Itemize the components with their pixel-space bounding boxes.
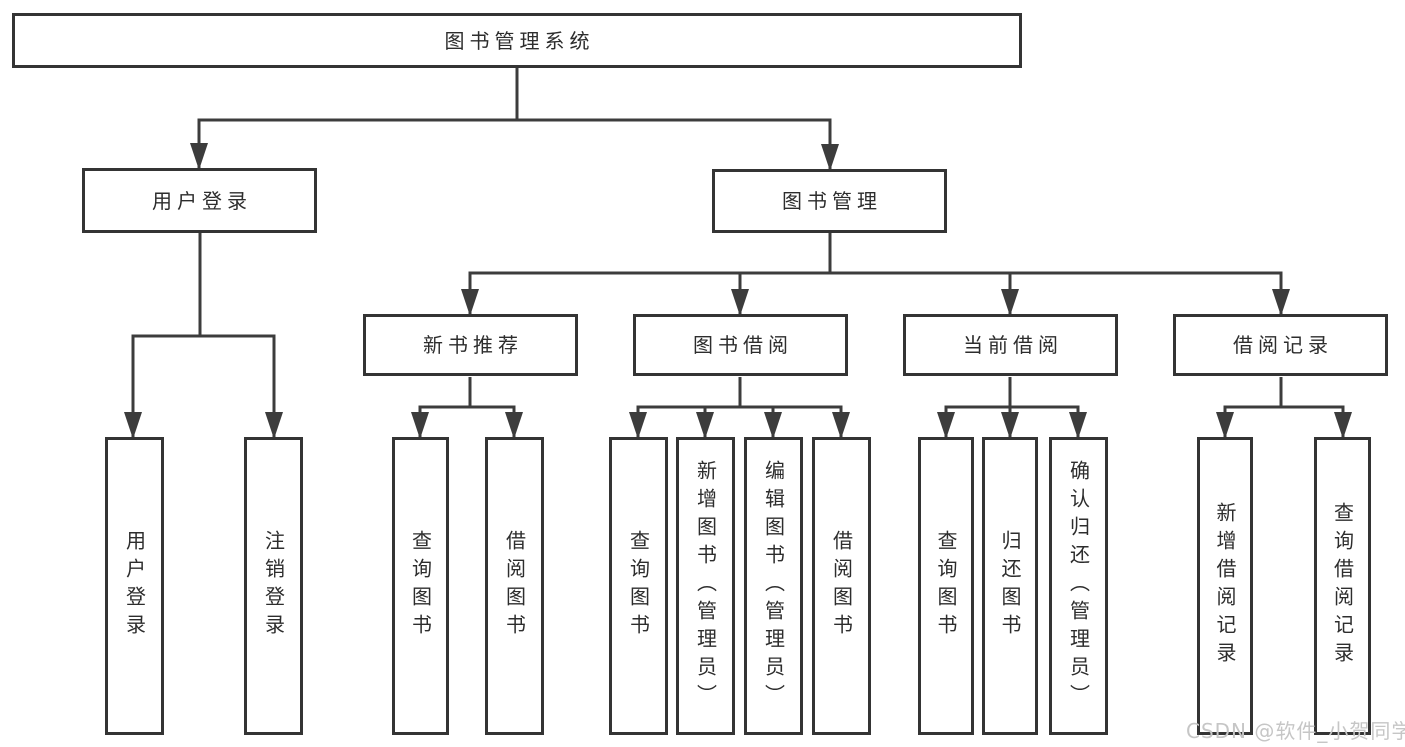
leaf-borrow-books-recommend: 借阅图书	[485, 437, 544, 735]
node-user-login: 用户登录	[82, 168, 317, 233]
arrowhead-icon	[629, 412, 647, 439]
node-current-borrow: 当前借阅	[903, 314, 1118, 376]
node-book-borrow: 图书借阅	[633, 314, 848, 376]
leaf-return-book: 归还图书	[982, 437, 1038, 735]
arrowhead-icon	[1001, 289, 1019, 316]
csdn-watermark: CSDN @软件_小贺同学	[1186, 719, 1405, 743]
arrowhead-icon	[1069, 412, 1087, 439]
arrowhead-icon	[461, 289, 479, 316]
leaf-add-book-admin: 新增图书（管理员）	[676, 437, 735, 735]
arrowhead-icon	[1001, 412, 1019, 439]
leaf-query-books-current: 查询图书	[918, 437, 974, 735]
leaf-add-borrow-record: 新增借阅记录	[1197, 437, 1253, 735]
leaf-query-books-recommend: 查询图书	[392, 437, 449, 735]
arrowhead-icon	[764, 412, 782, 439]
arrowhead-icon	[124, 412, 142, 439]
node-library-management-system: 图书管理系统	[12, 13, 1022, 68]
leaf-logout: 注销登录	[244, 437, 303, 735]
arrowhead-icon	[411, 412, 429, 439]
leaf-confirm-return-admin: 确认归还（管理员）	[1049, 437, 1108, 735]
node-borrow-records: 借阅记录	[1173, 314, 1388, 376]
leaf-borrow-books-borrow: 借阅图书	[812, 437, 871, 735]
arrowhead-icon	[731, 289, 749, 316]
arrowhead-icon	[1272, 289, 1290, 316]
leaf-query-books-borrow: 查询图书	[609, 437, 668, 735]
node-new-book-recommend: 新书推荐	[363, 314, 578, 376]
leaf-user-login: 用户登录	[105, 437, 164, 735]
arrowhead-icon	[505, 412, 523, 439]
arrowhead-icon	[265, 412, 283, 439]
arrowhead-icon	[696, 412, 714, 439]
arrowhead-icon	[1216, 412, 1234, 439]
arrowhead-icon	[937, 412, 955, 439]
leaf-edit-book-admin: 编辑图书（管理员）	[744, 437, 803, 735]
leaf-query-borrow-record: 查询借阅记录	[1314, 437, 1371, 735]
arrowhead-icon	[832, 412, 850, 439]
arrowhead-icon	[821, 144, 839, 171]
arrowhead-icon	[1334, 412, 1352, 439]
arrowhead-icon	[190, 143, 208, 170]
node-book-management: 图书管理	[712, 169, 947, 233]
